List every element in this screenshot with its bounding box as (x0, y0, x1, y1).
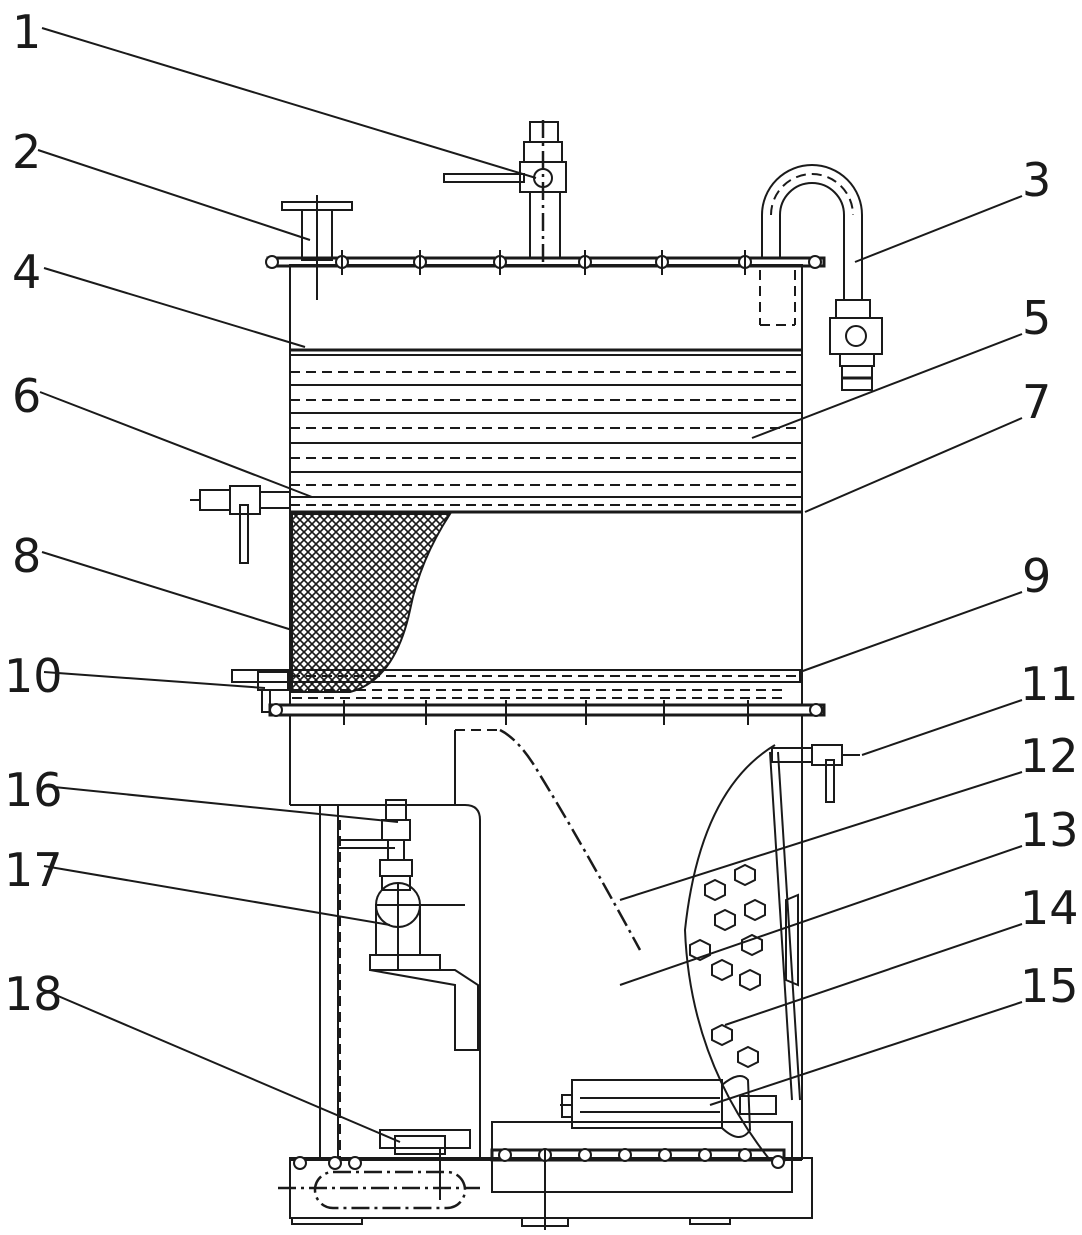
callout-3: 3 (1022, 153, 1051, 207)
side-fitting (257, 671, 289, 713)
callout-5: 5 (1022, 291, 1051, 345)
filter-layers (290, 348, 802, 514)
callout-7: 7 (1022, 375, 1051, 429)
callout-8: 8 (12, 529, 41, 583)
distribution-pipe (231, 669, 801, 699)
callout-15: 15 (1020, 959, 1079, 1013)
callout-9: 9 (1022, 549, 1051, 603)
callout-10: 10 (4, 649, 63, 703)
leader-lines (37, 27, 1023, 1143)
u-bend-pipe (759, 164, 883, 391)
pump-assembly (319, 799, 479, 1161)
sight-window-hexes (689, 863, 766, 1069)
callout-18: 18 (4, 967, 63, 1021)
callout-12: 12 (1020, 729, 1079, 783)
callout-labels: 1 2 3 4 5 6 7 8 9 10 11 12 13 14 15 16 1… (4, 5, 1079, 1021)
callout-13: 13 (1020, 803, 1079, 857)
callout-16: 16 (4, 763, 63, 817)
upper-tank (231, 250, 826, 725)
top-valve (443, 120, 567, 262)
lower-tank (289, 715, 860, 1161)
callout-2: 2 (12, 125, 41, 179)
middle-flange-bolts (269, 700, 823, 725)
mesh-packing (291, 513, 452, 693)
callout-14: 14 (1020, 881, 1079, 935)
top-nozzle (281, 195, 353, 300)
base (278, 1121, 813, 1230)
callout-1: 1 (12, 5, 41, 59)
top-flange-bolts (265, 250, 822, 275)
callout-4: 4 (12, 245, 41, 299)
callout-11: 11 (1020, 657, 1079, 711)
side-valve (190, 485, 291, 564)
callout-6: 6 (12, 369, 41, 423)
callout-17: 17 (4, 843, 63, 897)
